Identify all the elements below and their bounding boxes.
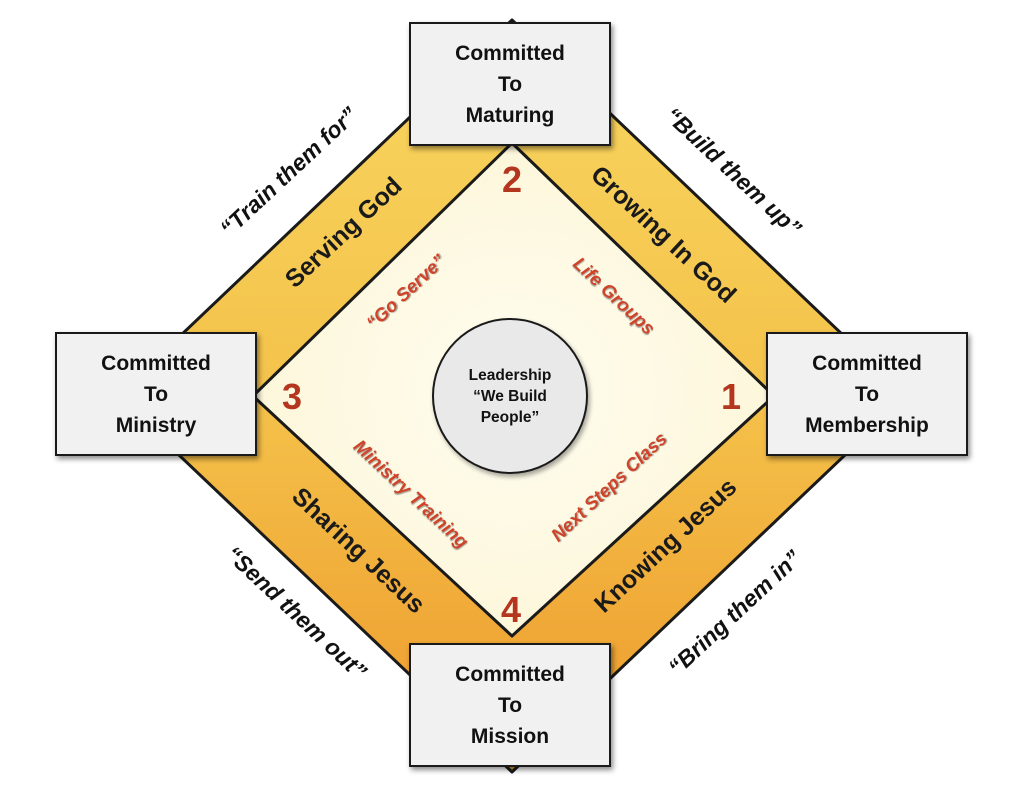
step-number-4: 4 (500, 589, 522, 630)
box-committed-to-maturing: Committed To Maturing (409, 22, 611, 146)
box-line: Mission (470, 724, 550, 748)
box-line: To (854, 382, 880, 406)
center-line: People” (480, 408, 540, 426)
box-line: Membership (805, 413, 929, 437)
box-line: Committed (455, 41, 565, 65)
center-leadership-circle: Leadership “We Build People” (432, 318, 588, 474)
box-line: Maturing (465, 103, 555, 127)
box-committed-to-mission: Committed To Mission (409, 643, 611, 767)
step-number-3: 3 (281, 376, 303, 417)
box-line: To (143, 382, 169, 406)
center-line: “We Build (473, 387, 547, 405)
box-line: To (497, 693, 523, 717)
box-line: Ministry (115, 413, 197, 437)
box-committed-to-membership: Committed To Membership (766, 332, 968, 456)
box-line: Committed (101, 351, 211, 375)
box-line: Committed (812, 351, 922, 375)
center-line: Leadership (468, 366, 552, 384)
box-line: To (497, 72, 523, 96)
box-line: Committed (455, 662, 565, 686)
step-number-1: 1 (720, 376, 742, 417)
step-number-2: 2 (501, 159, 523, 200)
box-committed-to-ministry: Committed To Ministry (55, 332, 257, 456)
